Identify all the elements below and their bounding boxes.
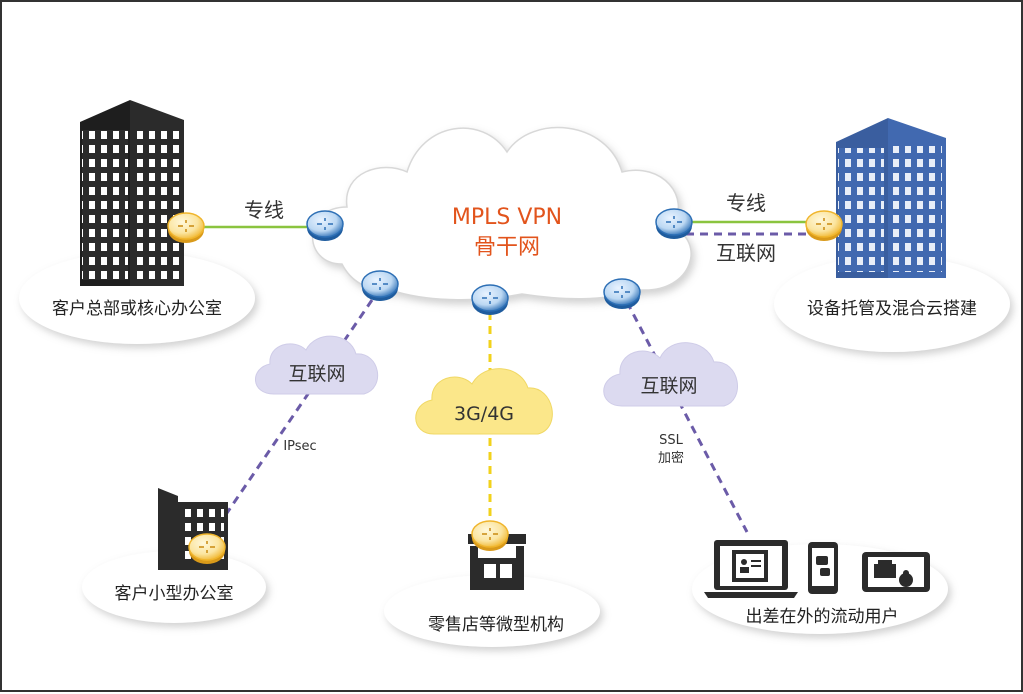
router-icon [306, 210, 344, 241]
mobile-cloud-label: 互联网 [640, 375, 697, 397]
ssl-label-line2: 加密 [658, 450, 684, 466]
dc-link-label: 专线 [726, 191, 766, 215]
mobile-label: 出差在外的流动用户 [746, 607, 899, 627]
cellular-cloud-label: 3G/4G [454, 403, 514, 425]
dc-base [774, 256, 1010, 352]
mobile-vpn-line [625, 301, 749, 533]
internet-cloud-left [255, 335, 379, 395]
router-icon [805, 210, 843, 241]
hq-base [19, 252, 255, 344]
hq-building-icon [80, 100, 184, 286]
cellular-cloud [415, 368, 553, 435]
dc-backup-label: 互联网 [716, 241, 776, 265]
router-icon [655, 208, 693, 239]
internet-cloud-right [603, 342, 738, 407]
router-icon [188, 533, 226, 564]
dc-label: 设备托管及混合云搭建 [807, 299, 977, 319]
dc-building-icon [836, 118, 946, 278]
core-title-line1: MPLS VPN [452, 205, 562, 230]
laptop-icon [704, 540, 798, 598]
router-icon [603, 278, 641, 309]
small-office-cloud-label: 互联网 [288, 363, 345, 385]
small-office-vpn-line [212, 299, 374, 533]
hq-label: 客户总部或核心办公室 [52, 299, 222, 319]
router-icon [471, 284, 509, 315]
ssl-label-line1: SSL [659, 433, 684, 448]
small-office-label: 客户小型办公室 [115, 584, 234, 604]
retail-base [384, 575, 600, 647]
tablet-icon [862, 552, 930, 592]
core-title-line2: 骨干网 [474, 235, 540, 260]
hq-link-label: 专线 [244, 198, 284, 222]
ipsec-label: IPsec [283, 439, 316, 454]
phone-icon [808, 542, 838, 594]
router-icon [167, 212, 205, 243]
router-icon [361, 270, 399, 301]
retail-label: 零售店等微型机构 [428, 615, 564, 635]
router-icon [471, 520, 509, 551]
